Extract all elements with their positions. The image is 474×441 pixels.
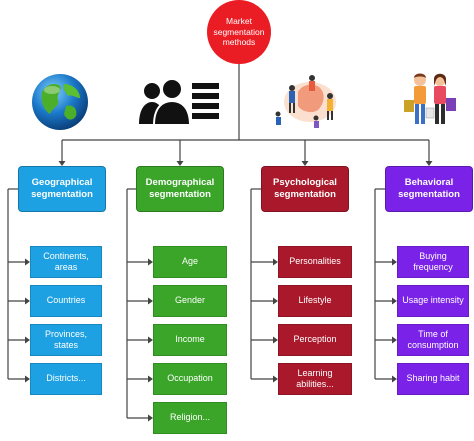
leaf-buying-frequency: Buying frequency	[397, 246, 469, 278]
leaf-label: Occupation	[167, 373, 213, 384]
leaf-arrow	[148, 414, 153, 422]
leaf-label: Districts...	[46, 373, 86, 384]
leaf-label: Religion...	[169, 412, 211, 423]
leaf-usage-intensity: Usage intensity	[397, 285, 469, 317]
leaf-label: Time of consumption	[407, 328, 459, 350]
root-node: Market segmentation methods	[207, 0, 271, 64]
leaf-arrow	[392, 375, 397, 383]
leaf-income: Income	[153, 324, 227, 356]
leaf-label: Lifestyle	[298, 295, 332, 306]
leaf-arrow	[148, 258, 153, 266]
leaf-countries: Countries	[30, 285, 102, 317]
leaf-provinces-states: Provinces, states	[30, 324, 102, 356]
shoppers-icon	[404, 73, 456, 124]
leaf-label: Age	[181, 256, 198, 267]
leaf-learning-abilities: Learning abilities...	[278, 363, 352, 395]
root-label: Market segmentation methods	[213, 16, 265, 48]
category-label: Psychological segmentation	[273, 177, 337, 200]
leaf-label: Income	[175, 334, 205, 345]
leaf-gender: Gender	[153, 285, 227, 317]
leaf-label: Sharing habit	[406, 373, 460, 384]
category-behavioral: Behavioral segmentation	[385, 166, 473, 212]
leaf-arrow	[25, 375, 30, 383]
leaf-arrow	[148, 336, 153, 344]
leaf-sharing-habit: Sharing habit	[397, 363, 469, 395]
leaf-label: Learning abilities...	[296, 367, 334, 389]
leaf-continents-areas: Continents, areas	[30, 246, 102, 278]
leaf-label: Continents, areas	[43, 250, 89, 272]
leaf-label: Countries	[46, 295, 86, 306]
category-arrow	[301, 161, 309, 166]
leaf-perception: Perception	[278, 324, 352, 356]
category-arrow	[176, 161, 184, 166]
leaf-label: Personalities	[289, 256, 341, 267]
category-label: Demographical segmentation	[145, 177, 215, 200]
leaf-time-of-consumption: Time of consumption	[397, 324, 469, 356]
leaf-arrow	[392, 297, 397, 305]
category-geographical: Geographical segmentation	[18, 166, 106, 212]
leaf-arrow	[273, 297, 278, 305]
leaf-arrow	[25, 258, 30, 266]
leaf-religion: Religion...	[153, 402, 227, 434]
leaf-districts: Districts...	[30, 363, 102, 395]
category-demographical: Demographical segmentation	[136, 166, 224, 212]
leaf-arrow	[273, 375, 278, 383]
category-psychological: Psychological segmentation	[261, 166, 349, 212]
leaf-label: Provinces, states	[44, 328, 88, 350]
category-arrow	[58, 161, 66, 166]
leaf-personalities: Personalities	[278, 246, 352, 278]
leaf-occupation: Occupation	[153, 363, 227, 395]
leaf-arrow	[25, 297, 30, 305]
leaf-label: Gender	[174, 295, 206, 306]
category-label: Geographical segmentation	[31, 177, 93, 200]
leaf-arrow	[148, 297, 153, 305]
leaf-arrow	[273, 258, 278, 266]
hand-drawn-people-icon	[275, 75, 336, 128]
leaf-arrow	[273, 336, 278, 344]
leaf-arrow	[392, 336, 397, 344]
category-label: Behavioral segmentation	[398, 177, 460, 200]
leaf-age: Age	[153, 246, 227, 278]
leaf-label: Usage intensity	[402, 295, 464, 306]
globe-icon	[32, 74, 88, 130]
people-list-icon	[139, 78, 219, 126]
category-arrow	[425, 161, 433, 166]
leaf-arrow	[148, 375, 153, 383]
leaf-label: Perception	[293, 334, 337, 345]
leaf-lifestyle: Lifestyle	[278, 285, 352, 317]
leaf-label: Buying frequency	[413, 250, 453, 272]
leaf-arrow	[25, 336, 30, 344]
leaf-arrow	[392, 258, 397, 266]
